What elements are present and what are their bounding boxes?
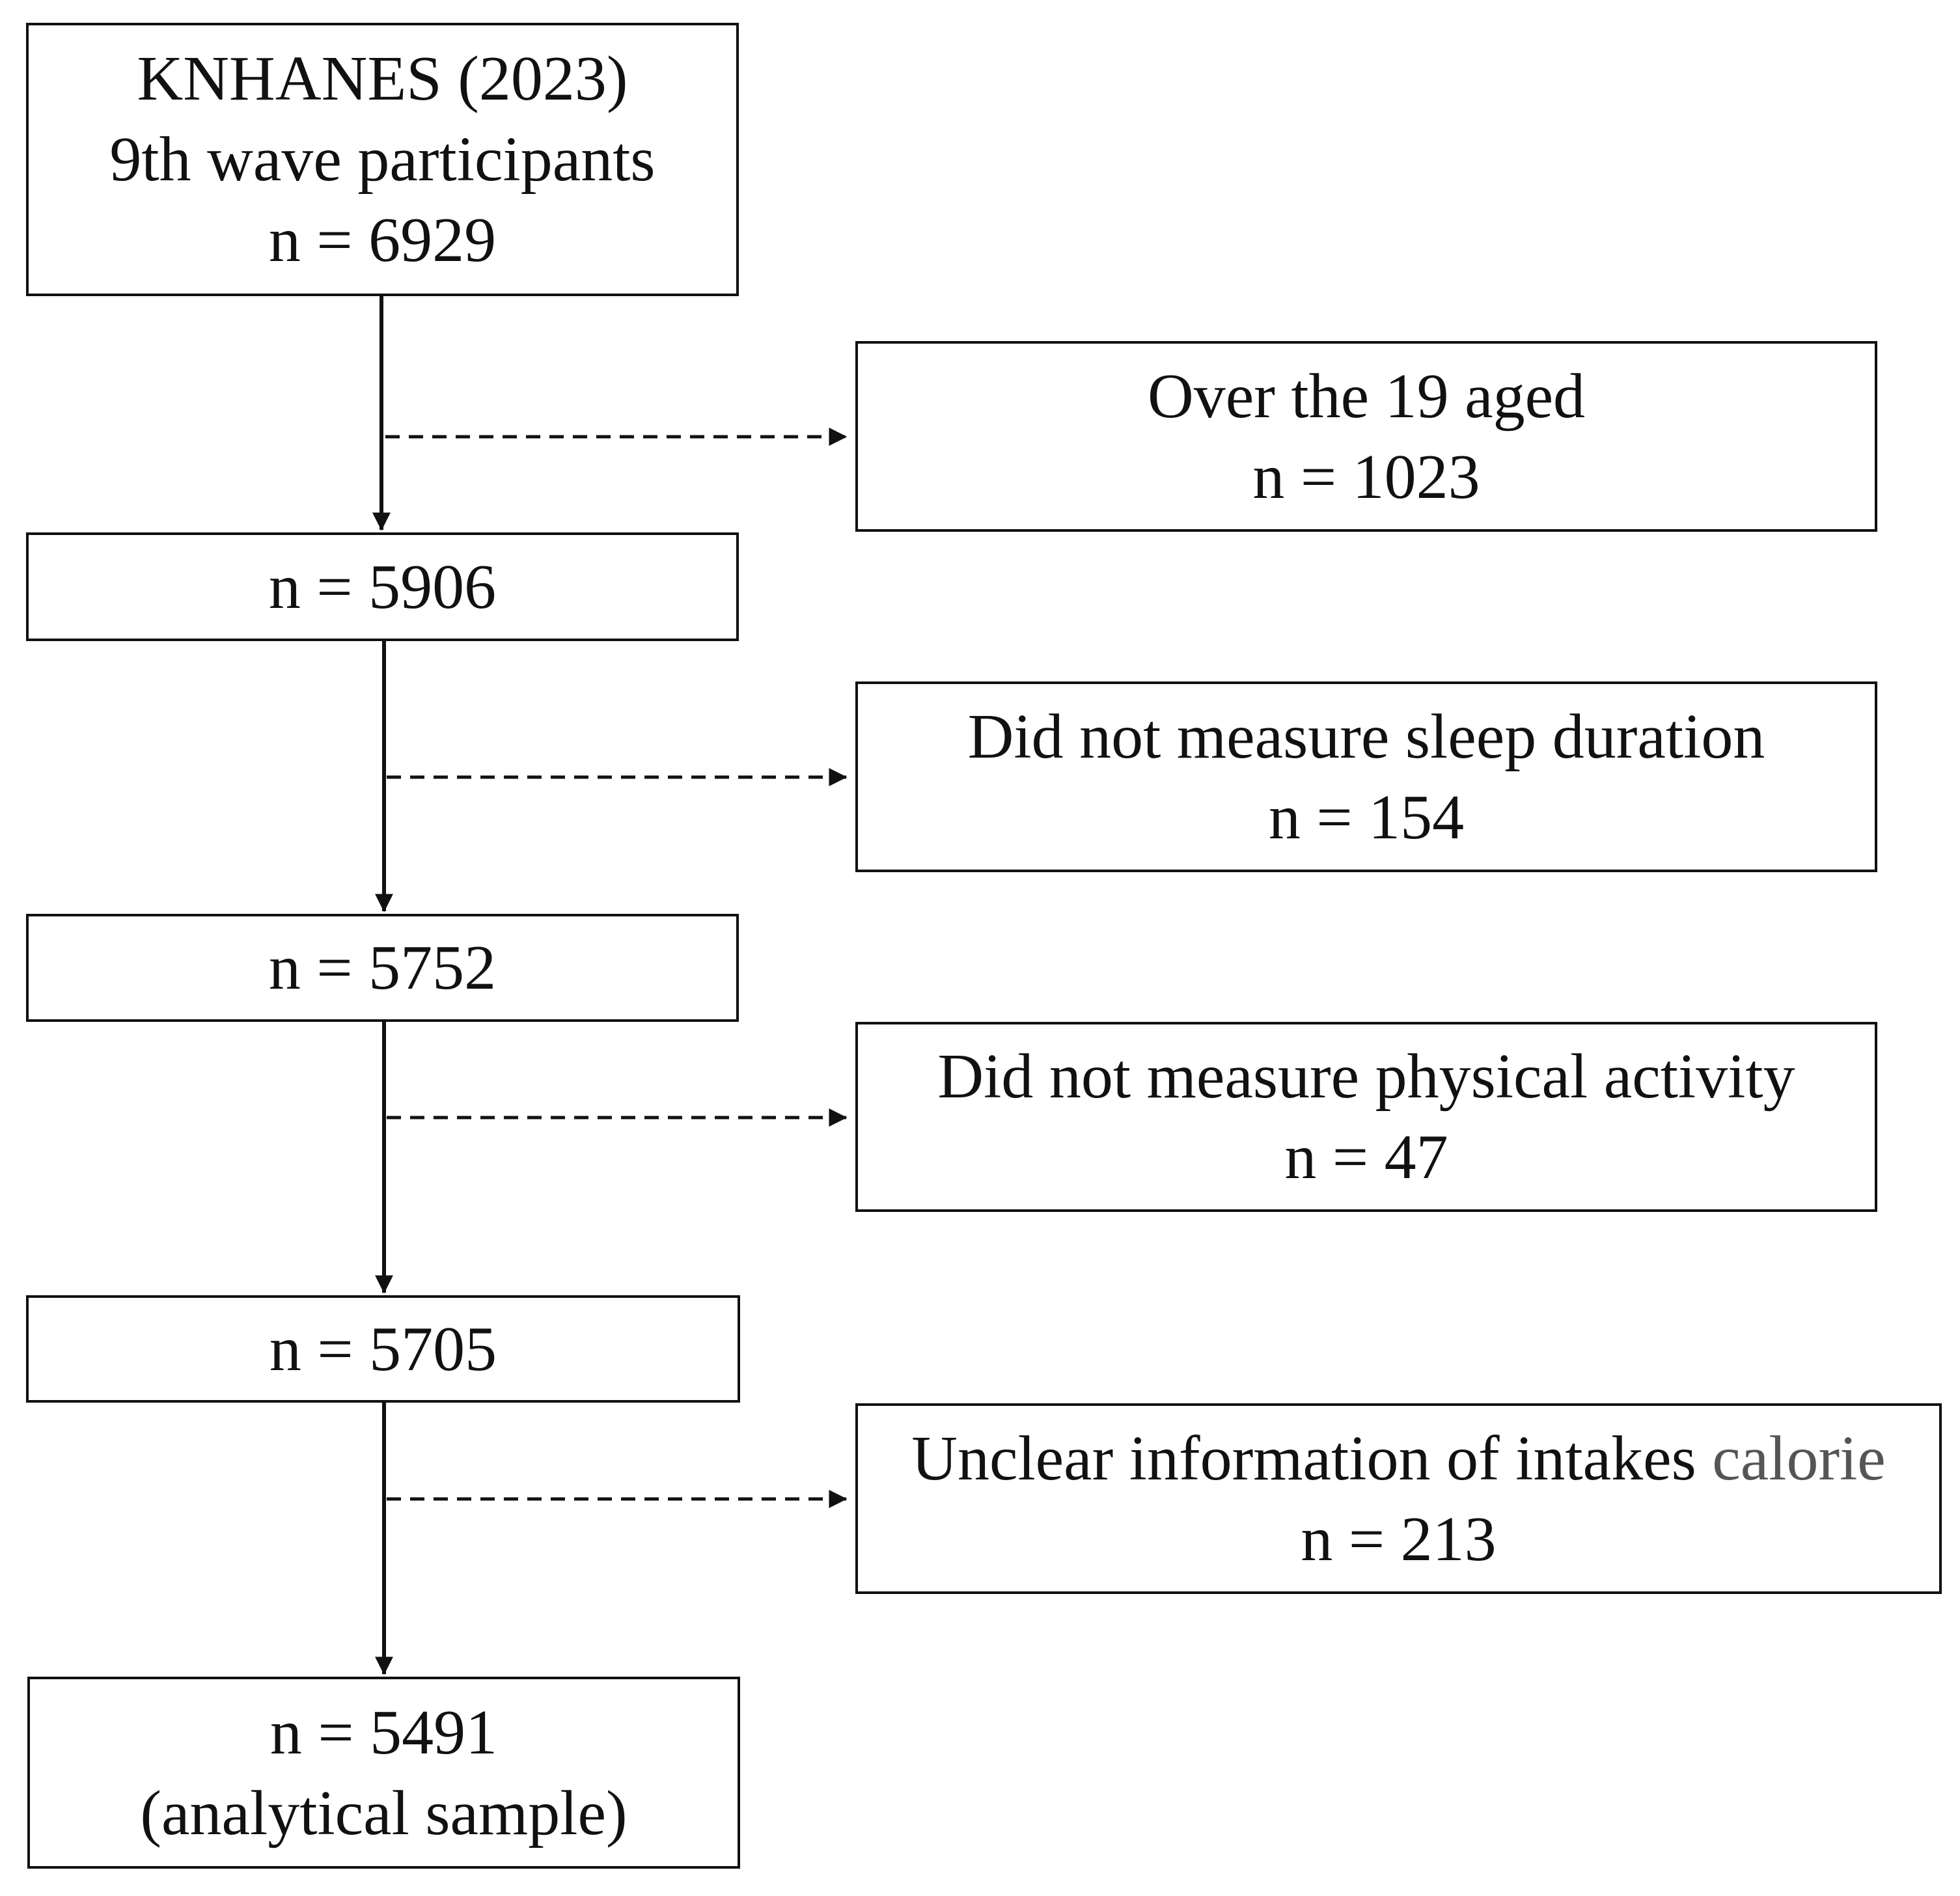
box-step-3: n = 5752 xyxy=(26,914,739,1022)
exclusion-sleep-label: Did not measure sleep duration xyxy=(967,701,1765,772)
box-initial-line-2: 9th wave participants xyxy=(109,124,656,195)
exclusion-sleep-count: n = 154 xyxy=(1268,782,1465,853)
exclusion-activity-count: n = 47 xyxy=(1284,1122,1448,1192)
exclusion-activity-label: Did not measure physical activity xyxy=(937,1041,1795,1112)
exclusion-box-calorie: Unclear information of intakes calorie n… xyxy=(855,1403,1942,1594)
box-final-line-1: n = 5491 xyxy=(269,1697,498,1768)
box-initial-line-3: n = 6929 xyxy=(268,205,497,275)
exclusion-box-physical-activity: Did not measure physical activity n = 47 xyxy=(855,1022,1877,1212)
box-step-2-count: n = 5906 xyxy=(268,551,497,622)
exclusion-calorie-label-muted: calorie xyxy=(1712,1423,1886,1494)
exclusion-age-count: n = 1023 xyxy=(1252,441,1480,512)
exclusion-calorie-label-main: Unclear information of intakes xyxy=(911,1423,1713,1494)
exclusion-age-label: Over the 19 aged xyxy=(1147,361,1586,432)
box-initial-participants: KNHANES (2023) 9th wave participants n =… xyxy=(26,23,739,296)
box-initial-line-1: KNHANES (2023) xyxy=(137,44,628,114)
box-step-4-count: n = 5705 xyxy=(269,1313,497,1384)
box-step-2: n = 5906 xyxy=(26,532,739,641)
box-final-line-2: (analytical sample) xyxy=(140,1778,628,1848)
box-analytical-sample: n = 5491 (analytical sample) xyxy=(27,1677,740,1869)
exclusion-calorie-label: Unclear information of intakes calorie xyxy=(911,1418,1886,1499)
box-step-4: n = 5705 xyxy=(26,1295,740,1403)
exclusion-calorie-count: n = 213 xyxy=(1301,1504,1497,1574)
box-step-3-count: n = 5752 xyxy=(268,933,497,1003)
exclusion-box-sleep: Did not measure sleep duration n = 154 xyxy=(855,681,1877,872)
exclusion-box-age: Over the 19 aged n = 1023 xyxy=(855,341,1877,532)
